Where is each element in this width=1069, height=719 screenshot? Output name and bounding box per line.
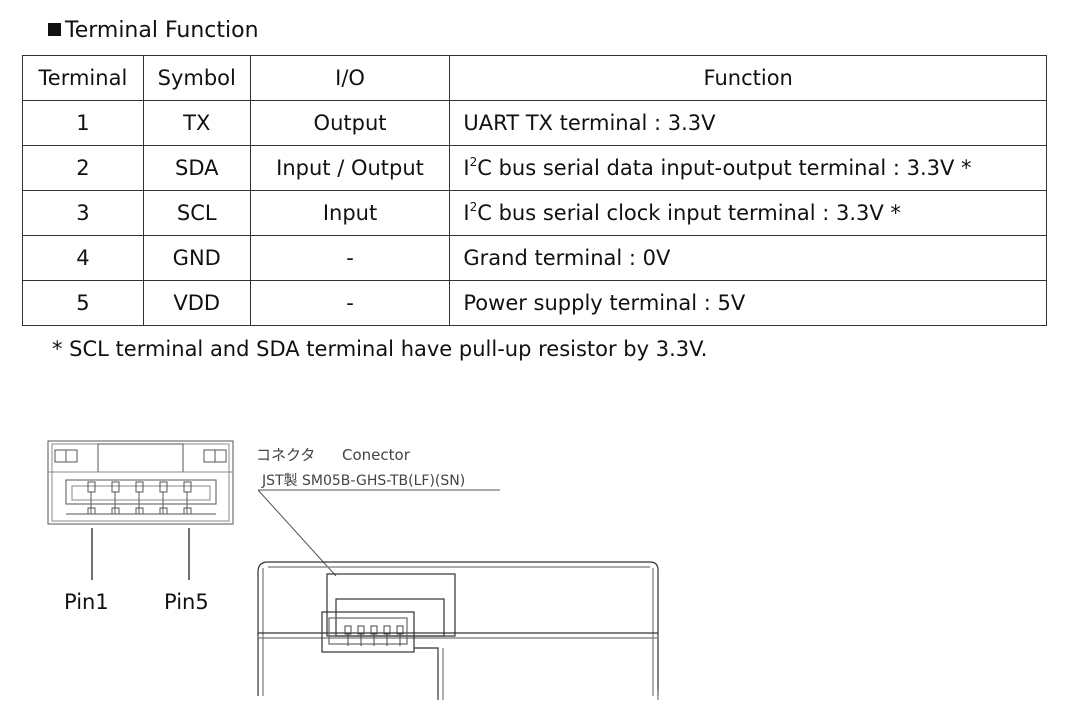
function-text: Power supply terminal : 5V	[463, 291, 746, 315]
function-cell: Grand terminal : 0V	[449, 235, 1047, 281]
io-cell: Output	[249, 100, 451, 146]
function-cell: UART TX terminal : 3.3V	[449, 100, 1047, 146]
io-cell: -	[249, 235, 451, 281]
connector-front-view	[47, 440, 234, 580]
table-row: 3 SCL Input I2C bus serial clock input t…	[22, 190, 1047, 236]
leader-line	[257, 489, 337, 577]
function-prefix: I	[463, 201, 470, 225]
table-row: 5 VDD - Power supply terminal : 5V	[22, 280, 1047, 326]
symbol-cell: GND	[142, 235, 251, 281]
terminal-cell: 2	[22, 145, 144, 191]
connector-part-number: JST製 SM05B-GHS-TB(LF)(SN)	[261, 473, 465, 489]
symbol-cell: SDA	[142, 145, 251, 191]
io-cell: Input / Output	[249, 145, 451, 191]
symbol-cell: VDD	[142, 280, 251, 326]
function-cell: I2C bus serial clock input terminal : 3.…	[449, 190, 1047, 236]
section-heading: Terminal Function	[48, 16, 259, 46]
connector-label-en: Conector	[342, 446, 411, 464]
terminal-cell: 4	[22, 235, 144, 281]
function-text: Grand terminal : 0V	[463, 246, 671, 270]
footnote: * SCL terminal and SDA terminal have pul…	[52, 337, 708, 361]
table-row: 4 GND - Grand terminal : 0V	[22, 235, 1047, 281]
terminal-cell: 1	[22, 100, 144, 146]
terminal-function-table: Terminal Symbol I/O Function 1 TX Output…	[22, 55, 1047, 326]
function-text: C bus serial data input-output terminal …	[477, 156, 972, 180]
function-prefix: I	[463, 156, 470, 180]
function-superscript: 2	[469, 200, 478, 214]
square-bullet-icon	[48, 23, 61, 36]
function-superscript: 2	[469, 155, 478, 169]
table-row: 1 TX Output UART TX terminal : 3.3V	[22, 100, 1047, 146]
terminal-cell: 5	[22, 280, 144, 326]
io-cell: Input	[249, 190, 451, 236]
terminal-cell: 3	[22, 190, 144, 236]
table-header-row: Terminal Symbol I/O Function	[22, 55, 1047, 101]
function-text: C bus serial clock input terminal : 3.3V…	[477, 201, 901, 225]
function-text: UART TX terminal : 3.3V	[463, 111, 716, 135]
function-cell: Power supply terminal : 5V	[449, 280, 1047, 326]
io-cell: -	[249, 280, 451, 326]
connector-label-jp: コネクタ	[256, 446, 315, 464]
pin5-label: Pin5	[164, 590, 209, 614]
enclosure-view	[257, 561, 659, 700]
pin1-label: Pin1	[64, 590, 109, 614]
section-heading-text: Terminal Function	[65, 18, 259, 43]
header-function: Function	[449, 55, 1047, 101]
